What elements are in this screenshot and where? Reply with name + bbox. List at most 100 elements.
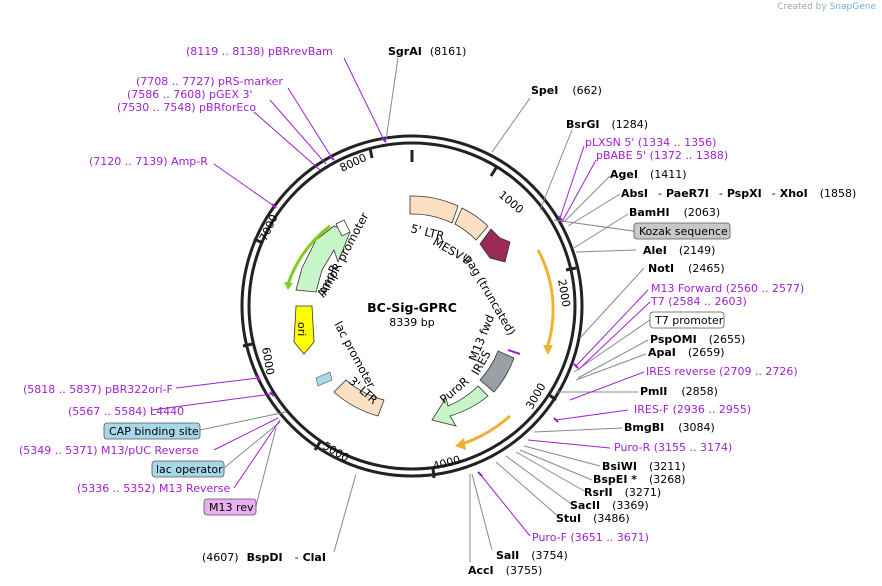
enzyme-xhoi-name: XhoI — [780, 187, 808, 200]
ires-feature[interactable] — [479, 350, 515, 393]
primer-plxsn5[interactable]: pLXSN 5' (1334 .. 1356) — [585, 136, 716, 149]
primer-pbrrevbam[interactable]: (8119 .. 8138) pBRrevBam — [186, 45, 333, 58]
enzyme-bspdi[interactable]: (4607)BspDI-ClaI — [202, 551, 326, 564]
lac-operator-feature[interactable] — [315, 371, 333, 387]
pmark-plxsn5 — [557, 215, 563, 221]
enzyme-sali[interactable]: SalI(3754) — [496, 549, 568, 562]
pleader-m13forward — [575, 289, 649, 367]
leader-spei — [491, 97, 531, 153]
enzyme-clai-name: ClaI — [303, 551, 326, 564]
primer-pbabe5[interactable]: pBABE 5' (1372 .. 1388) — [596, 149, 728, 162]
enzyme-sgrai[interactable]: SgrAI(8161) — [388, 45, 466, 58]
primer-pbr322ori[interactable]: (5818 .. 5837) pBR322ori-F — [23, 383, 173, 396]
leader-bsrgi — [539, 129, 573, 211]
enzyme-bmgbi[interactable]: BmgBI(3084) — [624, 421, 715, 434]
enzyme-noti-name: NotI — [648, 262, 674, 275]
primer-puror[interactable]: Puro-R (3155 .. 3174) — [614, 441, 732, 454]
enzyme-spei[interactable]: SpeI(662) — [531, 84, 602, 97]
pleader-pbr322ori — [175, 377, 259, 389]
enzyme-alei[interactable]: AleI(2149) — [643, 244, 715, 257]
cap-label[interactable]: CAP binding site — [109, 425, 199, 438]
enzyme-absi[interactable]: AbsI-PaeR7I-PspXI-XhoI(1858) — [621, 187, 856, 200]
enzyme-apai[interactable]: ApaI(2659) — [648, 346, 724, 359]
enzyme-pspomi-pos: (2655) — [709, 333, 746, 346]
enzyme-bsrgi-pos: (1284) — [611, 118, 648, 131]
leader-sacii — [505, 455, 575, 507]
enzyme-pspomi[interactable]: PspOMI (2655) — [650, 333, 745, 346]
enzyme-bmgbi-name: BmgBI — [624, 421, 664, 434]
primer-pbrforeco[interactable]: (7530 .. 7548) pBRforEco — [117, 101, 256, 114]
ori-feature[interactable] — [293, 305, 315, 355]
primer-l4440[interactable]: (5567 .. 5584) L4440 — [68, 405, 184, 418]
primer-purof[interactable]: Puro-F (3651 .. 3671) — [532, 531, 649, 544]
ltr5-feature[interactable] — [409, 195, 459, 224]
primer-m13forward[interactable]: M13 Forward (2560 .. 2577) — [651, 282, 804, 295]
enzyme-stui[interactable]: StuI(3486) — [556, 512, 630, 525]
primer-m13reverse[interactable]: (5336 .. 5352) M13 Reverse — [77, 482, 230, 495]
leader-noti — [579, 267, 645, 339]
enzyme-pmli[interactable]: PmlI(2858) — [640, 385, 718, 398]
ltr3-feature[interactable] — [333, 379, 385, 417]
pleader-iresreverse — [569, 371, 645, 401]
leader-rsrii — [515, 451, 587, 493]
tick-mark-3000 — [547, 392, 557, 402]
leader-apai — [575, 353, 647, 381]
psi-feature[interactable] — [479, 228, 511, 263]
leader-agei — [563, 175, 611, 223]
lacop-label[interactable]: lac operator — [156, 463, 223, 476]
enzyme-acci[interactable]: AccI(3755) — [468, 564, 542, 577]
plasmid-size: 8339 bp — [389, 316, 434, 329]
gag-orf-arrowhead — [543, 345, 553, 355]
gag-orf-arrow[interactable] — [536, 249, 555, 346]
mesv-feature[interactable] — [454, 207, 489, 241]
enzyme-bsiwi[interactable]: BsiWI(3211) — [602, 460, 686, 473]
enzyme-absi-sep3: - — [772, 187, 776, 200]
primer-ampr[interactable]: (7120 .. 7139) Amp-R — [89, 155, 208, 168]
enzyme-pmli-pos: (2858) — [681, 385, 718, 398]
tick-mark-7000 — [253, 237, 264, 245]
puror-orf-arrow[interactable] — [461, 414, 511, 446]
leader-bspdi — [333, 473, 357, 553]
enzyme-bsrgi[interactable]: BsrGI(1284) — [566, 118, 648, 131]
enzyme-absi-sep1: - — [658, 187, 662, 200]
enzyme-sacii-name: SacII — [570, 499, 600, 512]
primer-t7[interactable]: T7 (2584 .. 2603) — [650, 295, 747, 308]
enzyme-bspei[interactable]: BspEI *(3268) — [593, 473, 686, 486]
cap-box — [103, 422, 201, 440]
pmark-pbrrevbam — [381, 137, 387, 143]
enzyme-bspdi-name: BspDI — [247, 551, 283, 564]
enzyme-rsrii[interactable]: RsrII(3271) — [584, 486, 661, 499]
primer-m13puc[interactable]: (5349 .. 5371) M13/pUC Reverse — [19, 444, 199, 457]
pleader-plxsn5 — [559, 145, 585, 219]
enzyme-agei-pos: (1411) — [650, 168, 687, 181]
enzyme-spei-name: SpeI — [531, 84, 558, 97]
enzyme-agei[interactable]: AgeI(1411) — [610, 168, 687, 181]
primer-pgex3[interactable]: (7586 .. 7608) pGEX 3' — [127, 88, 253, 101]
leader-kozak — [553, 219, 641, 233]
primer-prsmarker[interactable]: (7708 .. 7727) pRS-marker — [136, 75, 283, 88]
tick-5000: 5000 — [321, 439, 352, 464]
primer-iresf[interactable]: IRES-F (2936 .. 2955) — [634, 403, 751, 416]
puror-feature[interactable] — [431, 385, 489, 427]
ampr-orf-arrow[interactable] — [286, 224, 331, 285]
pleader-iresf — [555, 409, 629, 421]
enzyme-bspdi-sep: - — [295, 551, 299, 564]
enzyme-noti[interactable]: NotI(2465) — [648, 262, 725, 275]
leader-sgrai — [385, 57, 399, 141]
kozak-label[interactable]: Kozak sequence — [639, 225, 728, 238]
t7promoter-label[interactable]: T7 promoter — [654, 314, 724, 327]
lacop-box — [151, 460, 225, 478]
boxed-labels: Kozak sequence T7 promoter CAP binding s… — [103, 222, 731, 516]
leader-sali — [471, 473, 493, 551]
ampr-promoter-feature[interactable] — [335, 219, 351, 237]
pmark-iresf — [553, 417, 559, 423]
enzyme-sacii[interactable]: SacII(3369) — [570, 499, 649, 512]
enzyme-bamhi[interactable]: BamHI(2063) — [629, 206, 720, 219]
enzyme-pspomi-name: PspOMI — [650, 333, 697, 346]
t7promoter-box — [649, 311, 725, 329]
ampr-feature[interactable] — [295, 225, 351, 293]
primer-iresreverse[interactable]: IRES reverse (2709 .. 2726) — [646, 365, 798, 378]
m13rev-box — [203, 498, 257, 516]
m13rev-label[interactable]: M13 rev — [209, 501, 254, 514]
